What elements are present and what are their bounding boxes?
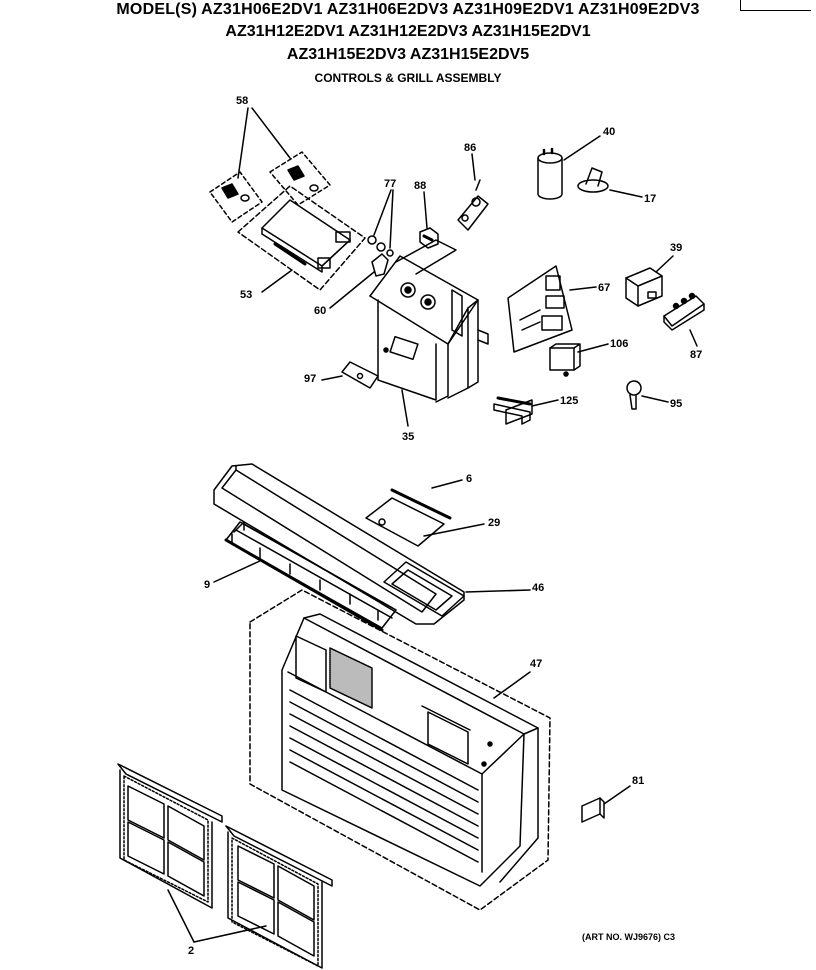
- assembly-title: CONTROLS & GRILL ASSEMBLY: [314, 71, 502, 85]
- part-47-front-cabinet: [249, 589, 551, 911]
- corner-frame: [740, 0, 811, 11]
- part-9-louver-grill: [224, 521, 397, 632]
- part-29-door: [365, 497, 445, 547]
- part-88-switch: [419, 227, 439, 249]
- part-86-thermostat: [457, 179, 489, 231]
- part-40-capacitor: [537, 147, 563, 200]
- model-list-line-1: MODEL(S) AZ31H06E2DV1 AZ31H06E2DV3 AZ31H…: [116, 1, 700, 18]
- part-2-filter-right: [225, 825, 333, 969]
- callout-17: 17: [644, 193, 656, 205]
- part-2-filter-left: [117, 763, 223, 909]
- callout-40: 40: [603, 126, 615, 138]
- callout-labels: 58 77 88 86 40 17 39 67 87 53 60 106 97 …: [188, 95, 702, 957]
- callout-86: 86: [464, 142, 476, 154]
- part-60-bracket: [371, 253, 389, 277]
- callout-87: 87: [690, 349, 702, 361]
- part-87-terminal-block: [663, 292, 705, 331]
- part-53-control-panel: [237, 185, 366, 291]
- callout-81: 81: [632, 775, 644, 787]
- callout-125: 125: [560, 395, 578, 407]
- callout-77: 77: [384, 178, 396, 190]
- part-125-sensor: [493, 396, 533, 425]
- callout-58: 58: [236, 95, 248, 107]
- part-95-pin: [626, 380, 642, 410]
- callout-106: 106: [610, 338, 628, 350]
- part-81-clip: [581, 797, 605, 823]
- part-77-screws: [367, 235, 394, 257]
- callout-47: 47: [530, 658, 542, 670]
- model-list-line-3: AZ31H15E2DV3 AZ31H15E2DV5: [286, 46, 530, 63]
- callout-53: 53: [240, 289, 252, 301]
- part-67-pc-board: [507, 265, 573, 353]
- callout-88: 88: [414, 180, 426, 192]
- model-list-line-2: AZ31H12E2DV1 AZ31H12E2DV3 AZ31H15E2DV1: [225, 23, 591, 40]
- callout-2: 2: [188, 945, 194, 957]
- callout-6: 6: [466, 473, 472, 485]
- callout-39: 39: [670, 242, 682, 254]
- art-number: (ART NO. WJ9676) C3: [582, 932, 676, 942]
- part-58-knobs: [209, 151, 331, 223]
- callout-95: 95: [670, 398, 682, 410]
- part-106-transformer: [549, 343, 581, 377]
- callout-29: 29: [488, 517, 500, 529]
- part-6-gasket: [390, 488, 452, 520]
- callout-46: 46: [532, 582, 544, 594]
- callout-97: 97: [304, 373, 316, 385]
- part-39-relay: [625, 267, 663, 307]
- callout-67: 67: [598, 282, 610, 294]
- part-35-control-box: [369, 239, 489, 403]
- part-46-grill-frame: [213, 463, 465, 625]
- part-97-plate: [341, 361, 379, 389]
- callout-9: 9: [204, 579, 210, 591]
- part-17-bracket: [577, 167, 609, 193]
- callout-35: 35: [402, 431, 414, 443]
- callout-60: 60: [314, 305, 326, 317]
